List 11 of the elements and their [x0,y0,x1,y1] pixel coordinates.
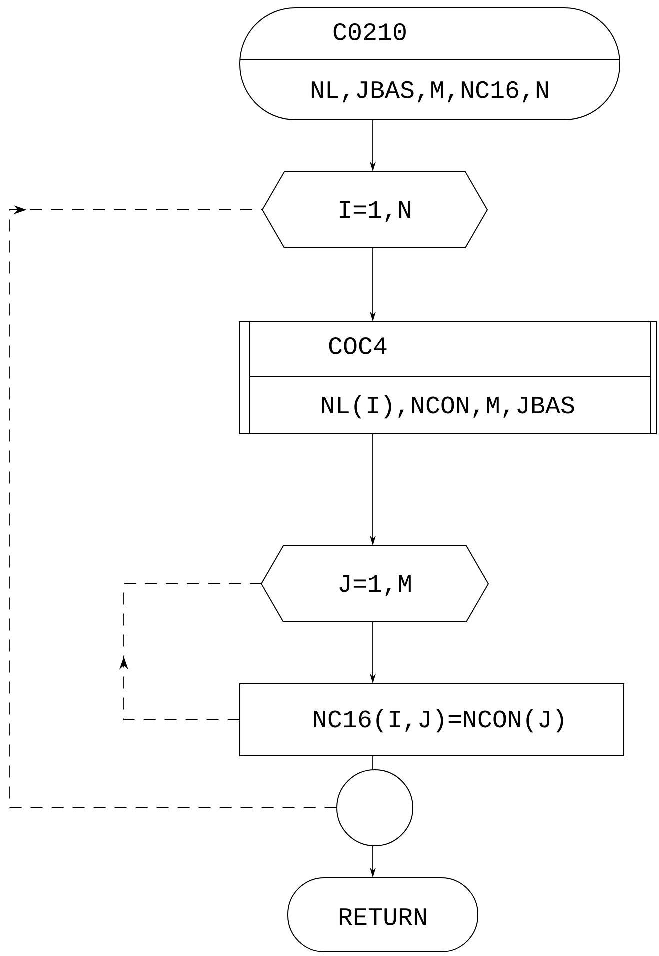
node-label: COC4 [329,338,387,354]
connector-circle [336,770,414,846]
node-label: NC16(I,J)=NCON(J) [314,709,564,733]
node-label: NL,JBAS,M,NC16,N [312,81,548,103]
node-label: C0210 [334,24,406,40]
arrow [10,205,338,808]
node-label: RETURN [340,908,426,926]
node-label: J=1,M [340,576,411,596]
node-label: I=1,N [340,202,411,222]
arrow [119,584,262,720]
node-label: NL(I),NCON,M,JBAS [322,395,574,419]
